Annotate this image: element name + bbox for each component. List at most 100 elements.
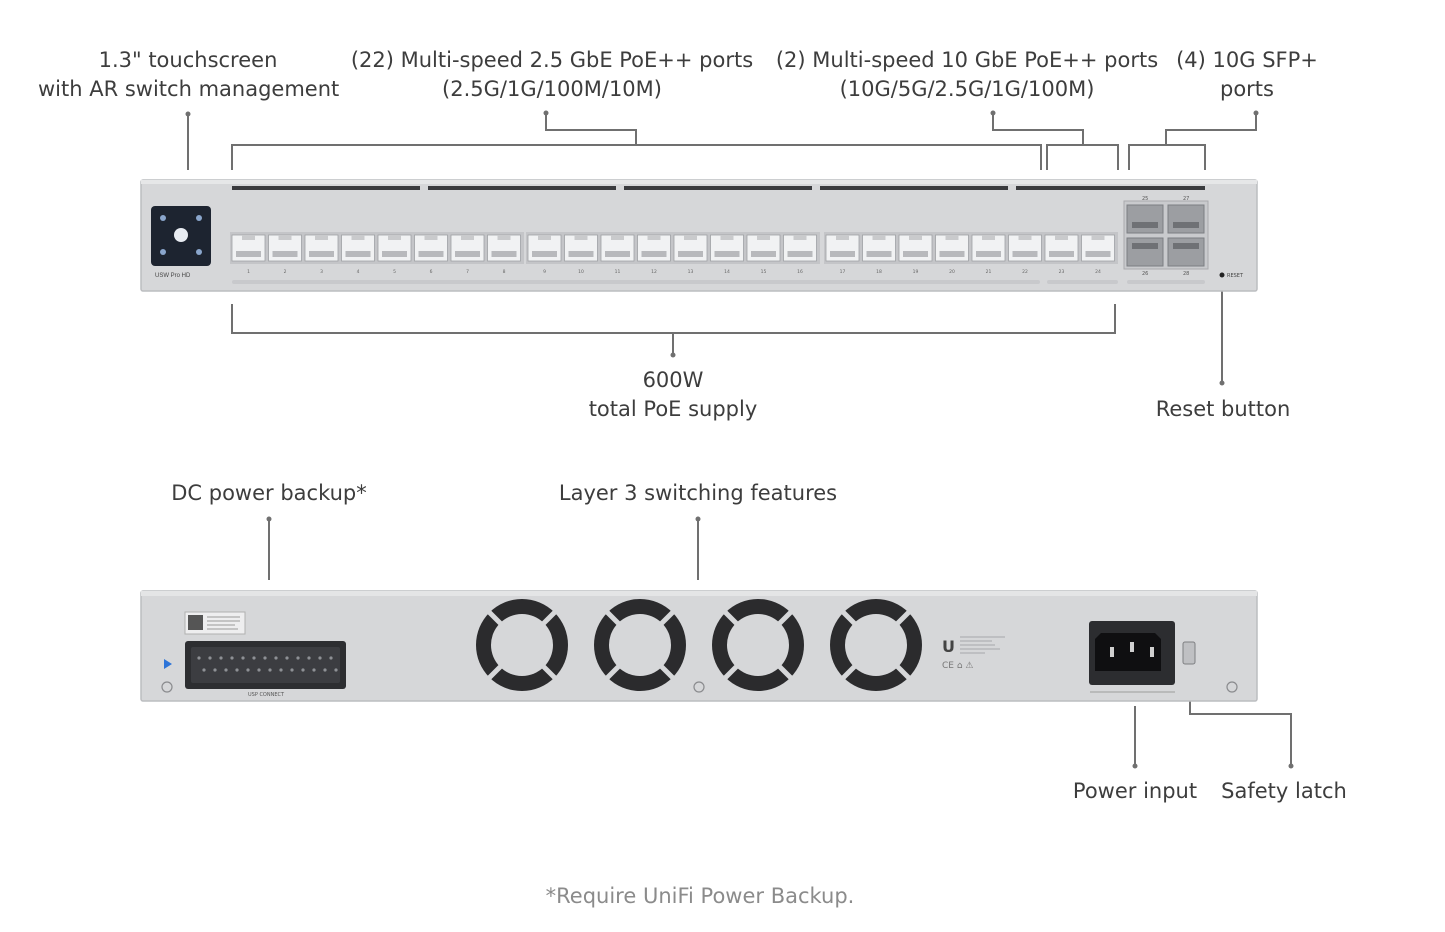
touchscreen-label-line1: 1.3" touchscreen [98,48,278,72]
play-arrow-icon [164,659,172,669]
rj45-port-contacts [641,251,667,257]
dc-pin [197,656,201,660]
port-group-bar [820,186,1008,190]
fan-strut [840,664,857,681]
safety-latch-callout-line [1189,701,1292,766]
port-group-bar [428,186,616,190]
rj45-port-contacts [1085,251,1111,257]
sfp-number: 25 [1142,196,1148,202]
fan-group [476,599,922,691]
ports-10g-bracket [1046,144,1119,170]
touchscreen-label-line2: with AR switch management [38,77,340,101]
port-number: 1 [247,269,250,275]
rj45-port-contacts [491,251,517,257]
rj45-port-tab [684,235,697,240]
rj45-port-contacts [272,251,298,257]
dc-pin [241,656,245,660]
fan-strut [486,609,503,626]
fan-strut [722,664,739,681]
sfp-slot [1173,243,1199,249]
fan-strut [659,609,676,626]
rj45-port-tab [538,235,551,240]
rj45-port-contacts [345,251,371,257]
rj45-port-contacts [605,251,630,257]
rj45-port-contacts [236,251,261,257]
touchscreen-icon [160,249,166,255]
sfp-cage: 25 27 26 28 [1123,196,1209,277]
callout-dot [266,516,272,522]
rj45-port-contacts [455,251,480,257]
sfp-port[interactable] [1167,204,1205,234]
rj45-port-tab [497,235,511,240]
fan-strut [895,664,912,681]
callout-dot [695,516,701,522]
port-number: 23 [1059,269,1065,275]
rj45-port-tab [278,235,292,240]
poe-supply-label-line2: total PoE supply [588,397,758,421]
port-number: 3 [320,269,323,275]
dc-pin [268,668,272,672]
dc-pin [252,656,256,660]
qr-code-icon [188,615,203,630]
port-number: 12 [651,269,657,275]
sfp-port[interactable] [1126,237,1164,267]
dc-pins [197,656,338,672]
rear-callouts [268,519,1292,766]
rj45-port-contacts [976,251,1001,257]
port-number: 24 [1095,269,1101,275]
screw-icon [693,681,705,693]
rj45-port-contacts [939,251,965,257]
regulatory-text-lines [960,636,1005,654]
rj45-port-contacts [1012,251,1038,257]
port-number: 11 [615,269,621,275]
callout-dot [543,110,549,116]
port-group-bar [624,186,812,190]
port-led-strips [232,280,1205,284]
dc-pin [323,668,327,672]
rj45-port-contacts [418,251,444,257]
fan-strut [895,609,912,626]
screw-icon [1226,681,1238,693]
dc-pin [290,668,294,672]
front-chassis-highlight [141,180,1257,184]
rj45-port-contacts [1049,251,1074,257]
dc-pin [329,656,333,660]
reset-text: RESET [1227,273,1244,279]
power-input-label: Power input [1072,779,1198,803]
touchscreen-icon [196,249,202,255]
port-number: 18 [876,269,882,275]
sfp-port[interactable] [1126,204,1164,234]
fan-hub [609,614,671,676]
dc-pin [224,668,228,672]
rj45-port-contacts [830,251,855,257]
poe-bracket [231,304,1116,334]
dc-pin [246,668,250,672]
fan-strut [604,609,621,626]
ports-25g-label-line2: (2.5G/1G/100M/10M) [442,77,662,101]
reset-button[interactable] [1219,272,1225,278]
sfp-slot [1173,222,1199,228]
dc-pin [235,668,239,672]
callout-dot [990,110,996,116]
power-pin [1150,647,1154,657]
dc-pin [202,668,206,672]
rj45-port-tab [242,235,255,240]
safety-latch[interactable] [1182,641,1196,665]
fan-strut [777,664,794,681]
touchscreen-icon [196,215,202,221]
power-inlet-socket [1095,633,1161,671]
led-strip [232,280,1040,284]
touchscreen-dial-icon [174,228,188,242]
ports-10g-label-line2: (10G/5G/2.5G/1G/100M) [839,77,1095,101]
rj45-port-tab [1091,235,1105,240]
callout-dot [1288,763,1294,769]
port-number: 15 [761,269,767,275]
ports-10g-leader [992,113,1084,145]
dc-pin [274,656,278,660]
dc-pin [307,656,311,660]
rj45-port-contacts [309,251,334,257]
rj45-port-tab [872,235,886,240]
sfp-port[interactable] [1167,237,1205,267]
rj45-port-tab [1018,235,1032,240]
rj45-port-tab [1055,235,1068,240]
